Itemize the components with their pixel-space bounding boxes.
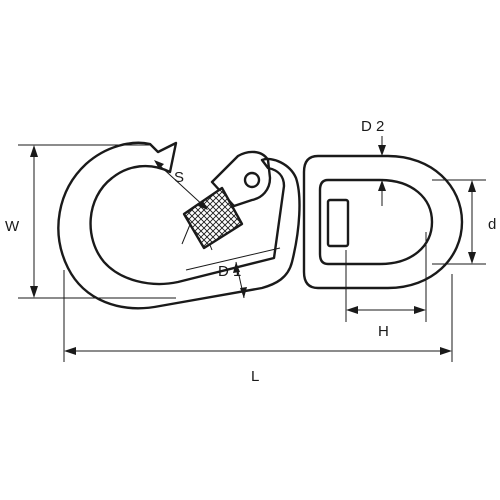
label-d: d <box>488 216 496 233</box>
dimension-d: d <box>432 179 496 265</box>
gate-pin <box>243 171 261 189</box>
swivel-pin-block <box>326 198 350 248</box>
label-L: L <box>251 368 259 385</box>
dimension-S: S <box>154 160 208 210</box>
label-D1: D 1 <box>218 263 241 280</box>
hook-body <box>57 141 301 310</box>
dimension-H: H <box>345 232 427 340</box>
swivel-ring <box>302 154 464 290</box>
label-H: H <box>378 323 389 340</box>
gate-latch <box>210 150 272 208</box>
dimension-L: L <box>63 270 453 385</box>
dimension-W: W <box>5 144 176 299</box>
label-S: S <box>174 169 184 186</box>
locking-sleeve <box>182 186 244 250</box>
dimension-D1: D 1 <box>218 261 247 299</box>
label-D2: D 2 <box>361 118 384 135</box>
label-W: W <box>5 218 20 235</box>
dimension-D2: D 2 <box>361 118 386 206</box>
